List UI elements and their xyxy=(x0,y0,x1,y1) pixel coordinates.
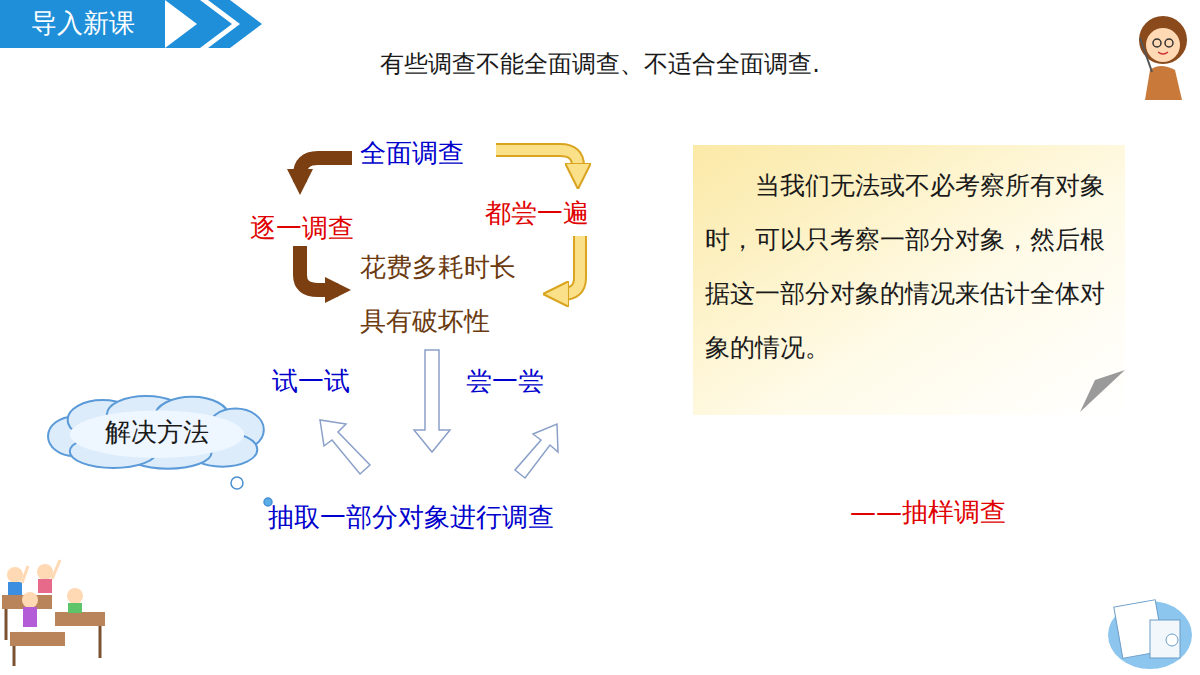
header-chevrons xyxy=(0,0,1200,49)
thought-dots xyxy=(231,477,272,506)
flow-term: 尝一尝 xyxy=(466,365,544,399)
flow-term: 都尝一遍 xyxy=(485,197,589,231)
hollow-arrows xyxy=(320,350,558,478)
node-text: 当我们无法或不必考察所有对象时，可以只考察一部分对象，然后根据这一部分对象的情况… xyxy=(705,159,1111,375)
children-illustration xyxy=(2,560,105,666)
flow-term: 试一试 xyxy=(272,365,350,399)
teacher-figure xyxy=(1139,16,1187,100)
node-text: 导入新课 xyxy=(4,7,161,41)
panel-corner-mark xyxy=(1080,370,1125,412)
flow-term: 全面调查 xyxy=(360,137,464,171)
node-text: 解决方法 xyxy=(48,416,266,450)
flow-term: 具有破坏性 xyxy=(360,305,490,339)
slide-title: 有些调查不能全面调查、不适合全面调查. xyxy=(0,48,1200,80)
cloud-bubble: 解决方法 xyxy=(48,400,266,466)
corner-icon xyxy=(1108,600,1192,669)
flow-term: 花费多耗时长 xyxy=(360,251,516,285)
flow-term: 逐一调查 xyxy=(250,212,354,246)
method-name: ——抽样调查 xyxy=(850,496,1006,530)
note-panel-ground xyxy=(693,145,1125,415)
note-panel: 当我们无法或不必考察所有对象时，可以只考察一部分对象，然后根据这一部分对象的情况… xyxy=(693,145,1125,415)
flow-term: 抽取一部分对象进行调查 xyxy=(268,501,554,535)
header-tab: 导入新课 xyxy=(0,0,165,48)
